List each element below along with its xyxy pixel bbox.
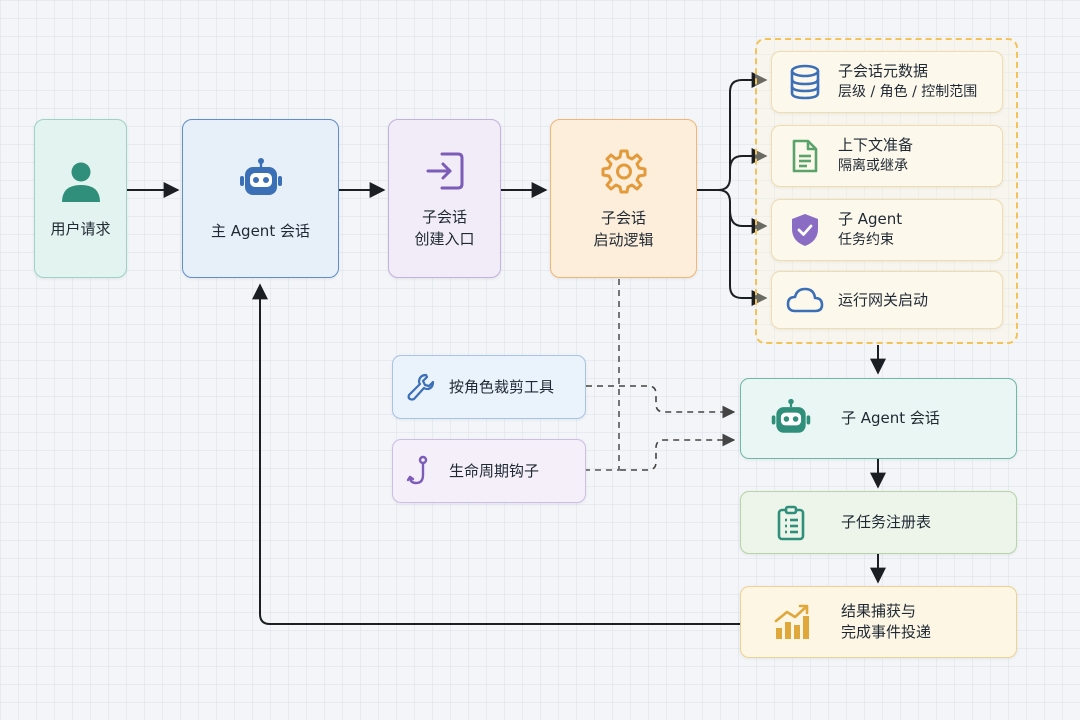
main-agent-node[interactable]: 主 Agent 会话 xyxy=(182,119,339,278)
launch-step-context[interactable]: 上下文准备 隔离或继承 xyxy=(771,125,1003,187)
main-agent-label: 主 Agent 会话 xyxy=(211,221,310,240)
shield-check-icon xyxy=(792,214,818,246)
user-request-label: 用户请求 xyxy=(50,219,111,238)
registry-label: 子任务注册表 xyxy=(841,513,932,531)
registry-node[interactable]: 子任务注册表 xyxy=(740,491,1017,554)
subsession-entry-line1: 子会话 xyxy=(421,207,467,226)
wrench-icon xyxy=(407,373,435,401)
database-icon xyxy=(790,64,820,100)
lifecycle-hooks-node[interactable]: 生命周期钩子 xyxy=(392,439,586,503)
tool-trim-node[interactable]: 按角色裁剪工具 xyxy=(392,355,586,419)
context-line2: 隔离或继承 xyxy=(838,158,908,174)
gateway-line1: 运行网关启动 xyxy=(838,290,929,309)
lifecycle-hooks-label: 生命周期钩子 xyxy=(449,461,540,480)
subsession-entry-line2: 创建入口 xyxy=(414,229,475,248)
subsession-launch-line1: 子会话 xyxy=(600,208,646,227)
dashed-hooks-to-subagent xyxy=(620,433,736,471)
dashed-tools-to-subagent xyxy=(586,385,736,419)
result-node[interactable]: 结果捕获与 完成事件投递 xyxy=(740,586,1017,658)
hook-icon xyxy=(406,455,428,485)
document-icon xyxy=(792,139,818,173)
constraints-line1: 子 Agent xyxy=(838,210,903,228)
clipboard-icon xyxy=(777,505,805,540)
robot-icon xyxy=(771,398,811,433)
gear-icon xyxy=(601,149,646,193)
context-line1: 上下文准备 xyxy=(838,136,914,154)
user-icon xyxy=(61,162,100,202)
sub-agent-node[interactable]: 子 Agent 会话 xyxy=(740,378,1017,459)
cloud-icon xyxy=(786,287,824,313)
subsession-entry-node[interactable]: 子会话 创建入口 xyxy=(388,119,501,278)
launch-step-gateway[interactable]: 运行网关启动 xyxy=(771,271,1003,329)
login-icon xyxy=(426,152,463,189)
subsession-launch-node[interactable]: 子会话 启动逻辑 xyxy=(550,119,697,278)
launch-step-constraints[interactable]: 子 Agent 任务约束 xyxy=(771,199,1003,261)
result-line2: 完成事件投递 xyxy=(841,623,932,641)
robot-icon xyxy=(239,157,282,195)
user-request-node[interactable]: 用户请求 xyxy=(34,119,127,278)
metadata-line2: 层级 / 角色 / 控制范围 xyxy=(838,84,978,100)
bar-chart-icon xyxy=(774,604,809,639)
result-line1: 结果捕获与 xyxy=(841,602,917,620)
subsession-launch-line2: 启动逻辑 xyxy=(593,230,654,249)
launch-step-metadata[interactable]: 子会话元数据 层级 / 角色 / 控制范围 xyxy=(771,51,1003,113)
constraints-line2: 任务约束 xyxy=(838,232,894,248)
dashed-launch-to-hooks xyxy=(586,279,620,471)
tool-trim-label: 按角色裁剪工具 xyxy=(449,377,555,396)
sub-agent-label: 子 Agent 会话 xyxy=(841,409,940,427)
metadata-line1: 子会话元数据 xyxy=(838,62,929,80)
